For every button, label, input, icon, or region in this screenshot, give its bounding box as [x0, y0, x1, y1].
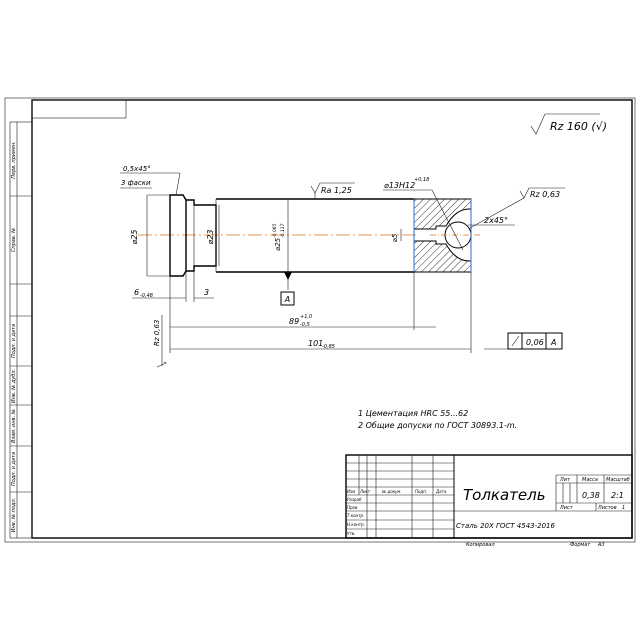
tb-format: Формат: [570, 542, 591, 548]
datum-a: A: [280, 272, 295, 306]
dia-25-tol-label: ⌀25: [274, 237, 282, 251]
chamfer2-callout: 2х45°: [468, 216, 515, 226]
title-block: Изм Лист № докум. Подп. Дата Разраб Пров…: [345, 454, 633, 548]
side-stamp-inv-podl: Инв. № подл.: [11, 498, 17, 533]
tb-col-sign: Подп.: [415, 489, 427, 494]
len-101-sub: -0,85: [322, 344, 335, 350]
datum-a-label: A: [284, 295, 290, 304]
note-2: 2 Общие допуски по ГОСТ 30893.1-m.: [358, 421, 517, 430]
dia-25-tol-sup: -0,065: [272, 223, 278, 238]
general-roughness-label: Rz 160 (√): [550, 120, 607, 133]
roughness-face-label: Ra 1,25: [321, 186, 352, 195]
tb-copied: Копировал: [466, 542, 495, 548]
side-stamp: Перв. примен. Справ. № Подп. и дата Инв.…: [9, 121, 33, 539]
tb-row-prov: Пров: [347, 505, 358, 510]
len-3-label: 3: [204, 288, 209, 297]
len-101-label: 101: [308, 339, 323, 348]
side-stamp-sprav: Справ. №: [11, 228, 17, 252]
note-1: 1 Цементация HRC 55...62: [358, 409, 468, 418]
roughness-chamfer-label: Rz 0,63: [530, 190, 560, 199]
side-stamp-inv-dubl: Инв. № дубл.: [11, 369, 17, 403]
len-89-label: 89: [289, 317, 299, 326]
tb-sheets-label: Листов: [597, 505, 617, 511]
chamfer-note: 0,5x45°: [123, 165, 151, 173]
tb-format-value: А3: [597, 542, 605, 548]
dia-25-label: ⌀25: [130, 230, 139, 245]
tolerance-ref: A: [550, 338, 556, 347]
section-hatch-top: [413, 198, 472, 230]
chamfer-callout: 0,5x45° 3 фаски: [120, 165, 181, 196]
length-dimensions: 6 -0,48 3 89 +1,0 -0,5 101 -0,85: [132, 271, 472, 353]
tb-col-date: Дата: [435, 489, 447, 494]
tb-row-utv: Утв.: [347, 531, 355, 536]
tolerance-frame: 0,06 A: [484, 332, 563, 350]
dia-23-label: ⌀23: [206, 230, 215, 245]
general-roughness-symbol: Rz 160 (√): [530, 113, 607, 135]
tb-sheets-count: 1: [622, 505, 625, 511]
dia-13-sup: +0,18: [414, 177, 429, 183]
section-hatch-bottom: [413, 240, 472, 273]
tb-row-razrab: Разраб: [347, 497, 362, 502]
diameter-dimensions: ⌀25 ⌀23 ⌀25 -0,065 -0,117 ⌀5: [130, 194, 402, 277]
tb-scale-value: 2:1: [611, 491, 624, 500]
roughness-end-label: Rz 0,63: [153, 320, 161, 346]
tb-row-tkontr: Т.контр.: [347, 513, 364, 518]
tb-col-izm: Изм: [347, 489, 355, 494]
drawing-frame: [31, 99, 633, 539]
len-6-sub: -0,48: [140, 293, 153, 299]
roughness-chamfer-callout: Rz 0,63: [469, 187, 565, 229]
len-89-sub: -0,5: [300, 322, 310, 328]
head-outline: [169, 194, 187, 277]
side-stamp-vzam: Взам. инв. №: [11, 409, 17, 443]
tb-row-nkontr: Н.контр.: [347, 522, 365, 527]
dia-13-label: ⌀13H12: [384, 181, 415, 190]
len-89-sup: +1,0: [300, 314, 312, 320]
tb-col-list: Лист: [359, 489, 371, 494]
part-name: Толкатель: [463, 486, 546, 504]
tb-mass-header: Масса: [582, 477, 598, 483]
side-stamp-perv: Перв. примен.: [11, 141, 17, 179]
tb-lit-header: Лит: [559, 477, 571, 483]
bore-callout: ⌀13H12 +0,18: [383, 177, 464, 251]
side-stamp-podp-2: Подп. и дата: [11, 452, 17, 486]
tb-scale-header: Масштаб: [606, 477, 630, 483]
chamfer-count: 3 фаски: [121, 179, 151, 187]
tb-sheet-label: Лист: [559, 505, 574, 511]
sheet-border: [4, 97, 636, 543]
roughness-face-callout: Ra 1,25: [310, 182, 355, 199]
tb-col-doc: № докум.: [381, 489, 402, 494]
top-left-stamp: [31, 99, 127, 119]
roughness-end-callout: Rz 0,63: [153, 315, 167, 368]
material-label: Сталь 20Х ГОСТ 4543-2016: [456, 522, 556, 530]
tb-mass-value: 0,38: [582, 491, 600, 500]
part-view: [138, 194, 482, 277]
tolerance-value: 0,06: [526, 338, 544, 347]
dia-5-label: ⌀5: [391, 233, 399, 242]
len-6-label: 6: [134, 288, 139, 297]
dia-25-tol-sub: -0,117: [280, 223, 286, 238]
side-stamp-podp-1: Подп. и дата: [11, 324, 17, 358]
chamfer2-label: 2х45°: [484, 216, 508, 225]
